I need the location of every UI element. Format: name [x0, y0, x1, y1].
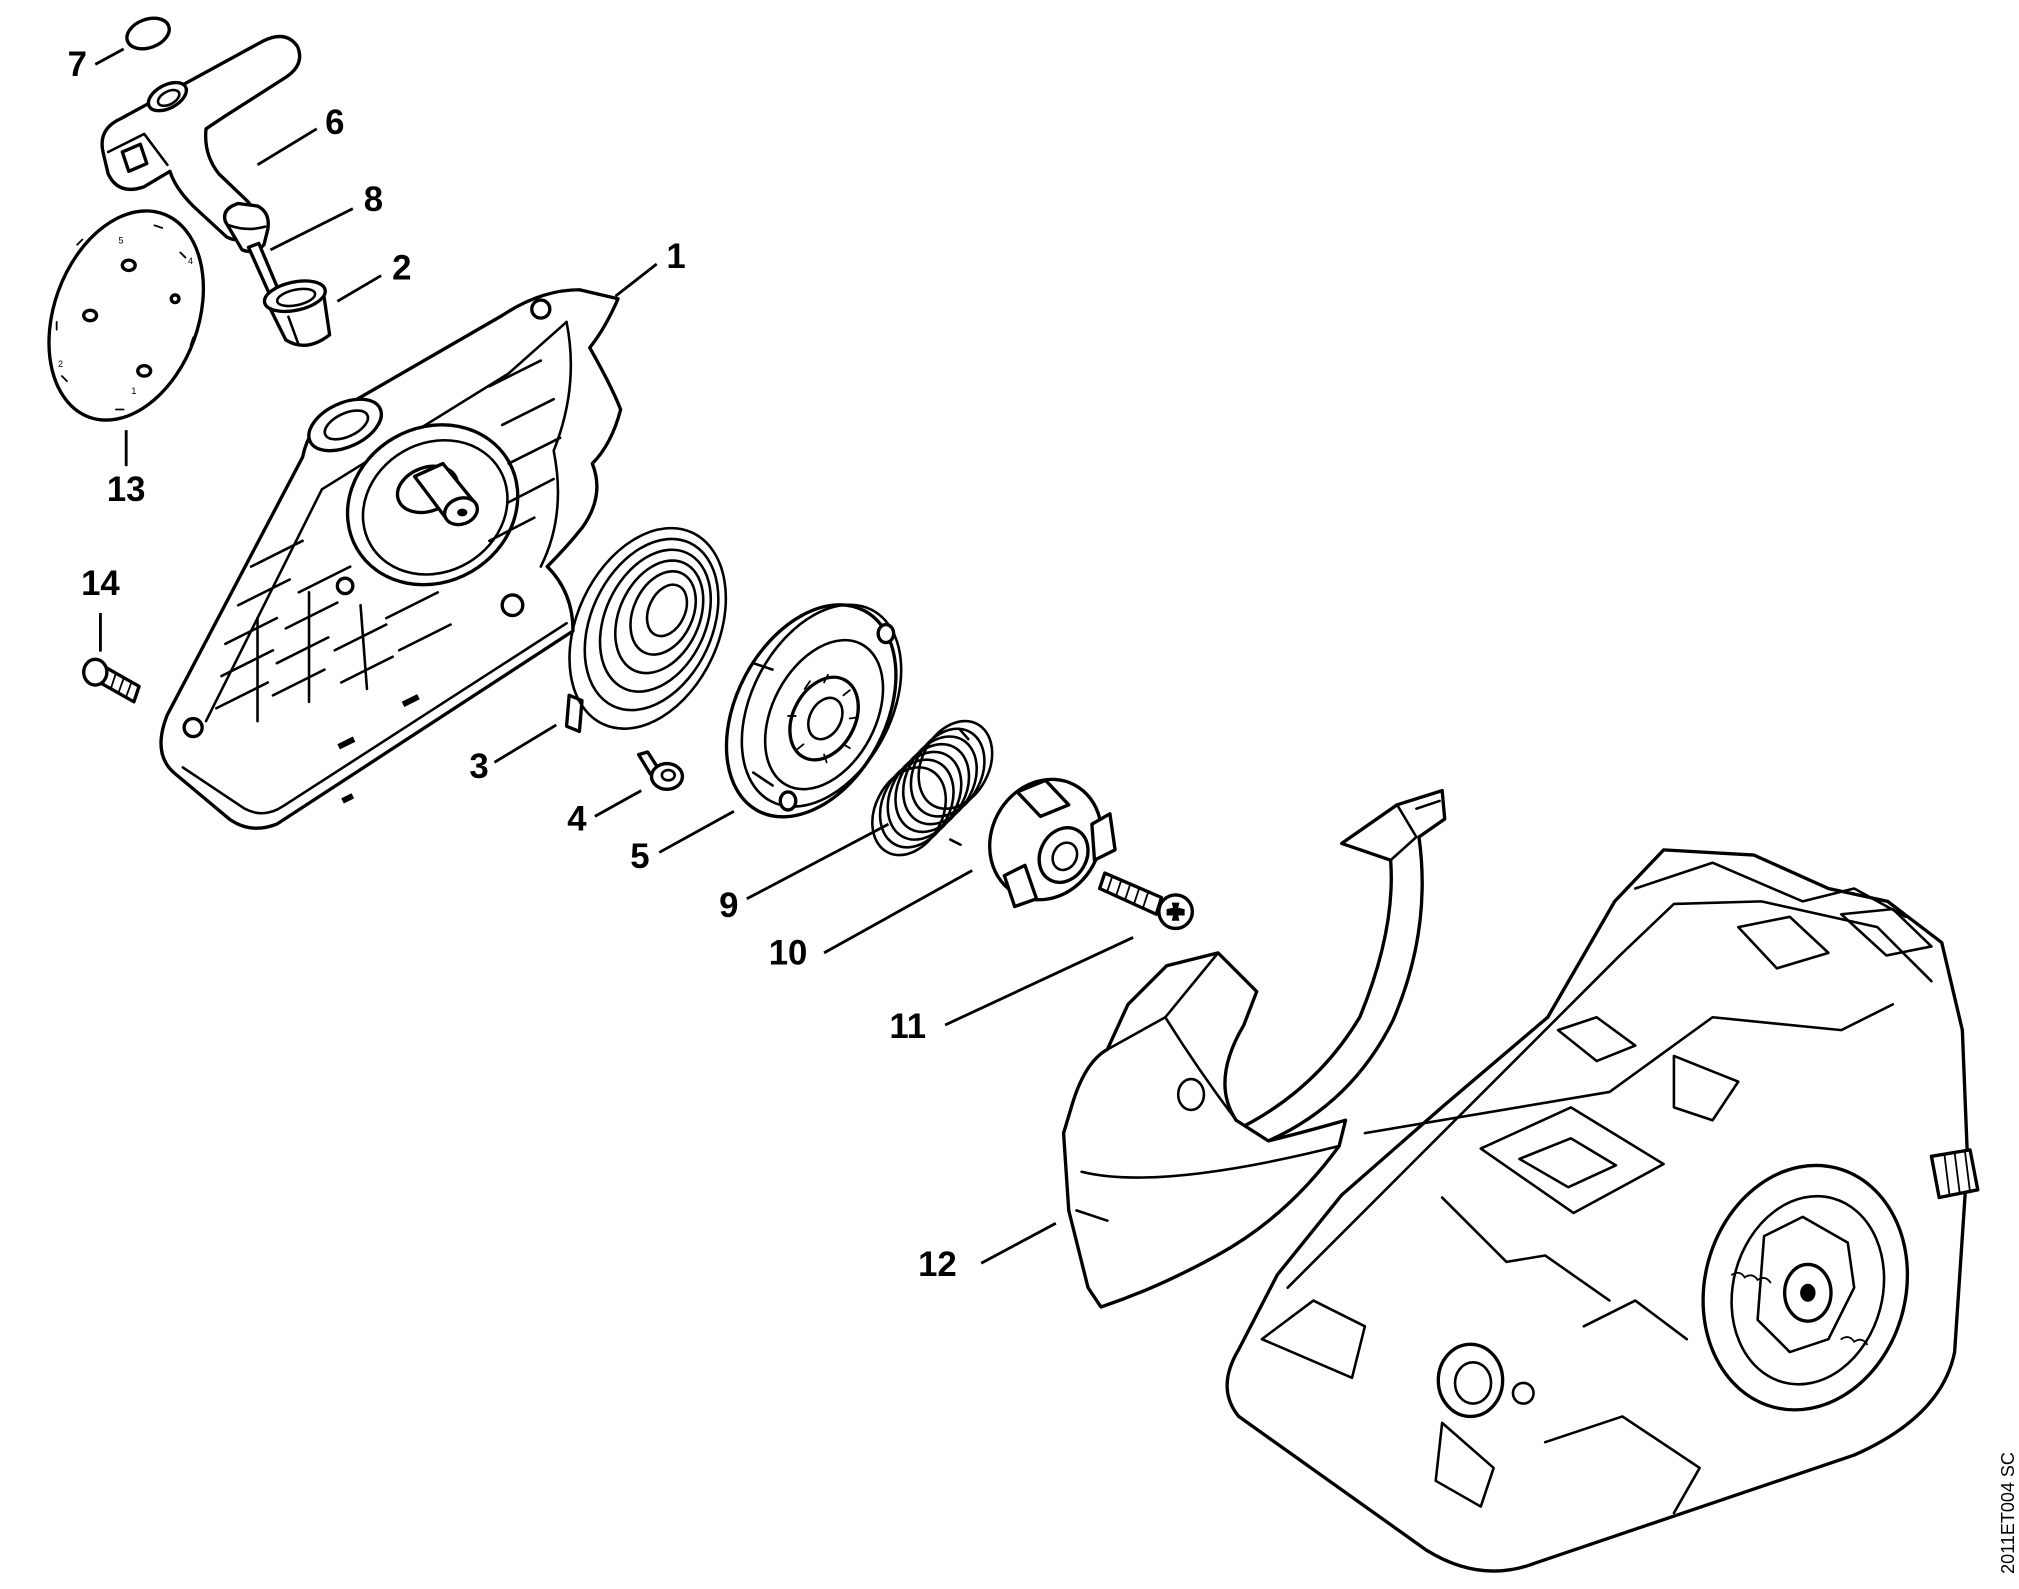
leader-lines: [94, 47, 1134, 1265]
drawing-code: 2011ET004 SC: [1998, 1452, 2018, 1574]
callout-9: 9: [719, 887, 738, 925]
rope-rotor: [724, 603, 903, 819]
callout-labels: 1 2 3 4 5 6 7 8 9 10 11 12 13 14: [68, 46, 957, 1284]
callout-6: 6: [325, 104, 344, 142]
leader-line-12: [980, 1222, 1057, 1265]
leader-line-9: [746, 822, 890, 901]
disc-mark-2: 2: [58, 359, 63, 369]
callout-4: 4: [567, 801, 587, 839]
disc-mark-5: 5: [119, 235, 124, 245]
screw-4: [636, 750, 685, 792]
coil-spring: [871, 719, 994, 857]
rope-guide-bushing: [262, 279, 332, 347]
pawl-carrier: [988, 777, 1117, 909]
leader-line-10: [823, 869, 973, 955]
leader-line-4: [594, 789, 642, 818]
leader-line-6: [256, 127, 318, 167]
crankshaft-stub: [1929, 1148, 1980, 1200]
fan-shroud: [1061, 788, 1447, 1309]
callout-12: 12: [918, 1246, 957, 1284]
flywheel: [1701, 1163, 1910, 1412]
leader-line-2: [336, 274, 382, 303]
callout-5: 5: [630, 838, 649, 876]
leader-line-7: [94, 47, 125, 66]
callout-8: 8: [364, 181, 383, 219]
rewind-spring: [564, 526, 728, 734]
screw-14: [82, 657, 141, 704]
leader-line-1: [614, 262, 658, 298]
callout-14: 14: [81, 565, 120, 603]
screw-11: [1097, 871, 1195, 931]
leader-line-8: [269, 207, 354, 252]
starter-cover: [159, 288, 623, 830]
leader-line-5: [658, 809, 735, 854]
callout-11: 11: [889, 1008, 926, 1046]
engine-housing: [1225, 848, 1980, 1573]
callout-1: 1: [666, 238, 685, 276]
leader-line-11: [944, 936, 1134, 1027]
callout-13: 13: [107, 471, 146, 509]
leader-line-3: [493, 723, 557, 764]
disc-mark-1: 1: [131, 386, 136, 396]
callout-3: 3: [469, 748, 488, 786]
adjustment-disc: 5 4 2 1: [47, 209, 206, 422]
callout-10: 10: [769, 934, 808, 972]
handle-cap: [125, 16, 171, 51]
disc-mark-4: 4: [188, 256, 193, 266]
callout-2: 2: [392, 249, 411, 287]
callout-7: 7: [68, 46, 87, 84]
